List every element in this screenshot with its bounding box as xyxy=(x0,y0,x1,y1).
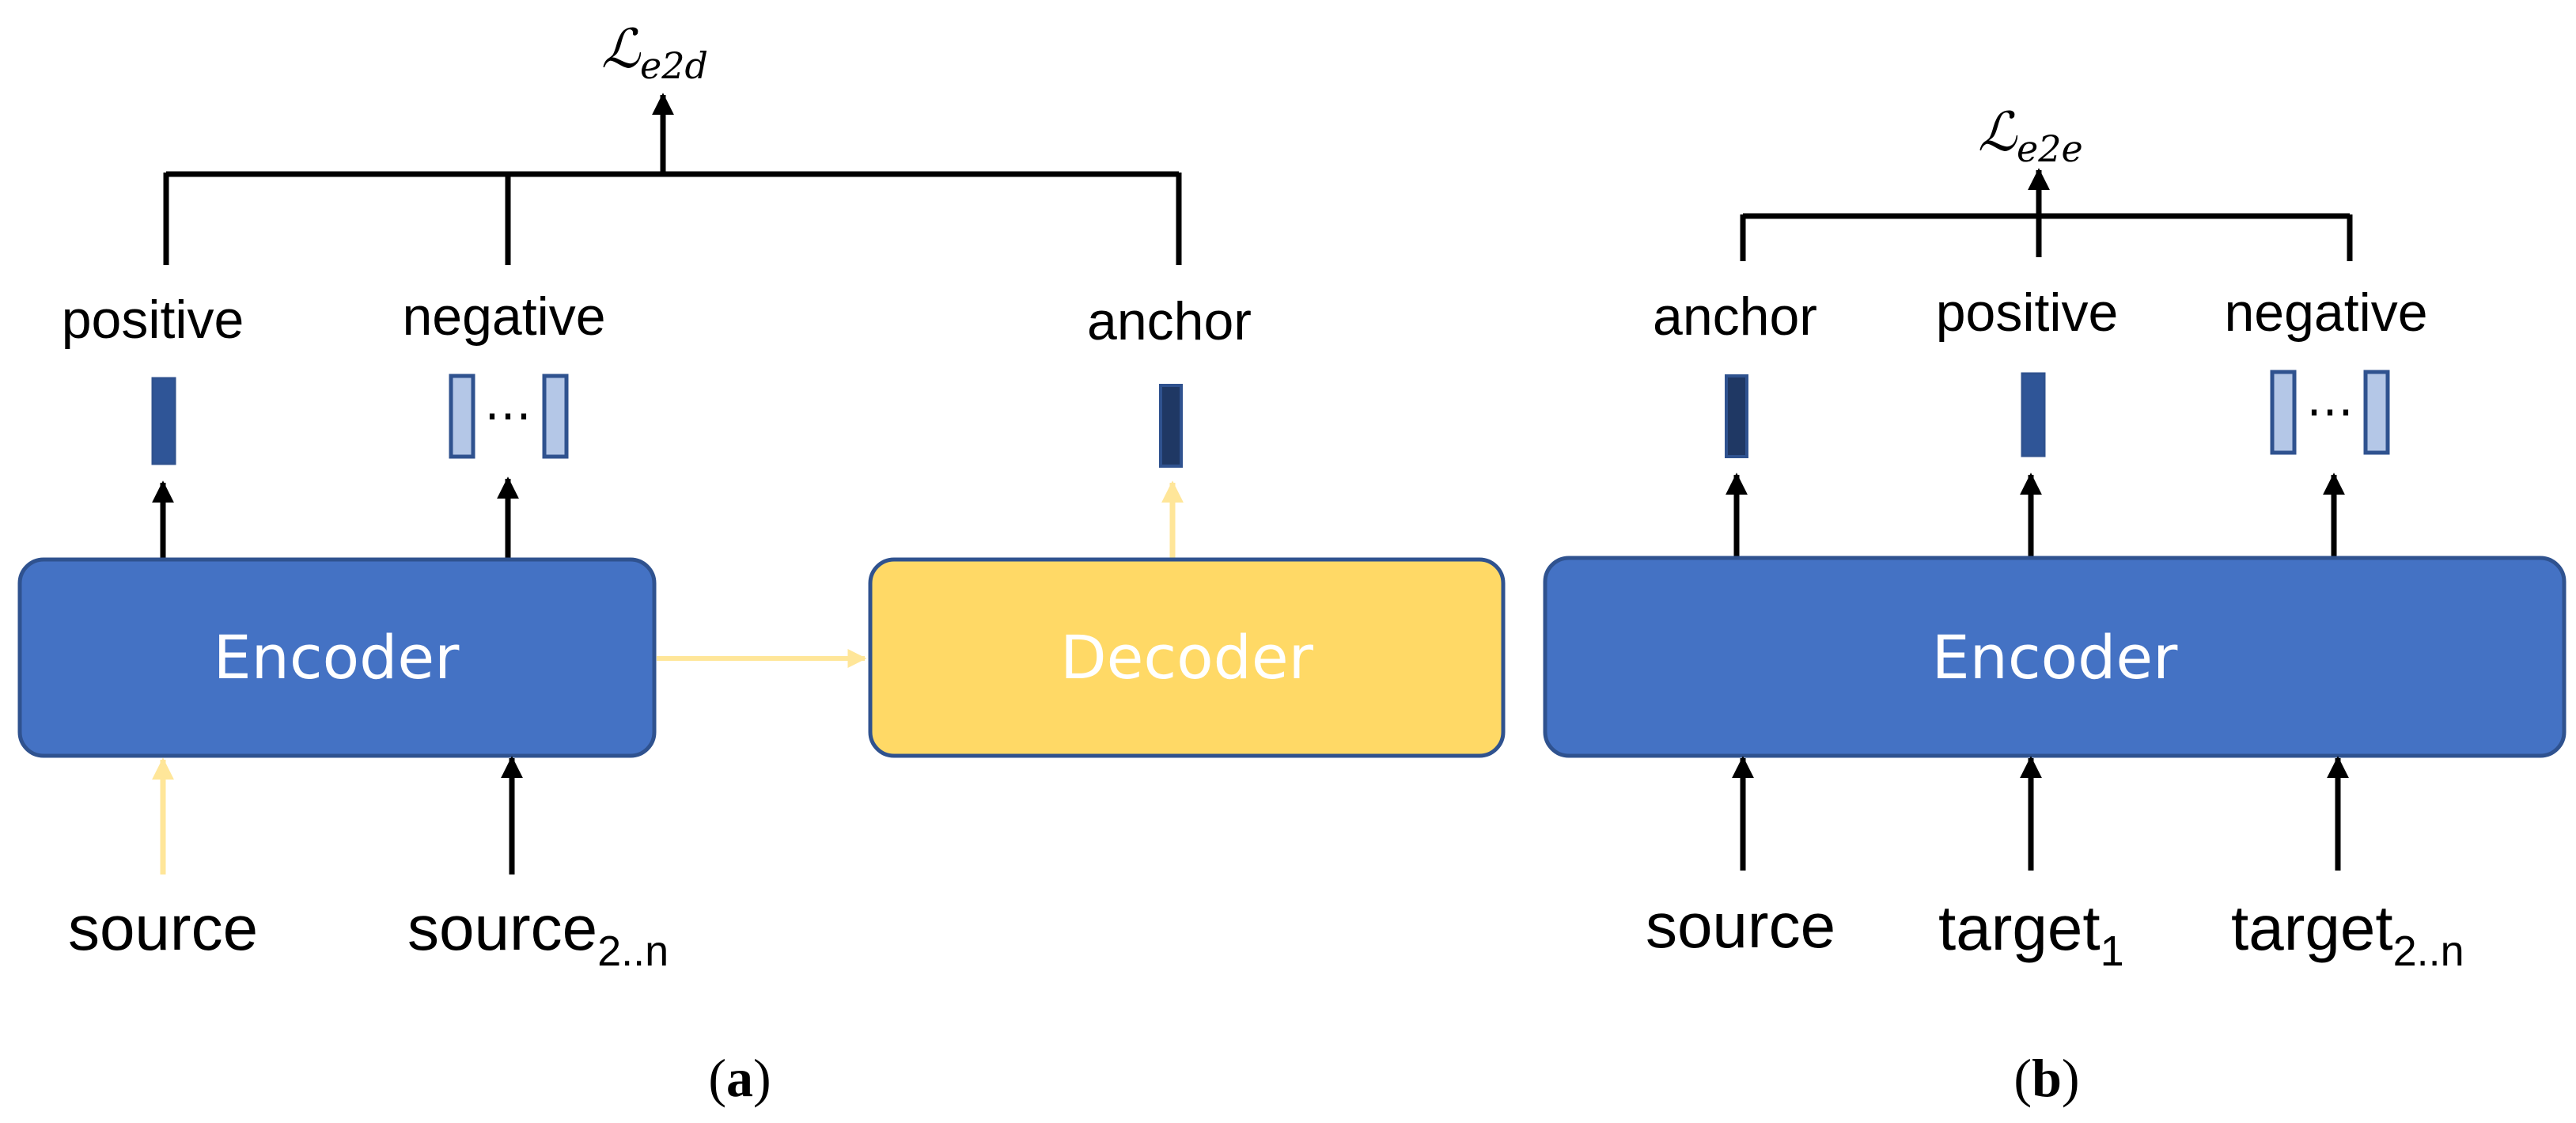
negative-label: negative xyxy=(2224,283,2427,343)
anchor-label: anchor xyxy=(1087,291,1252,351)
positive-label: positive xyxy=(1936,283,2119,343)
encoder-a-box: Encoder xyxy=(17,557,657,758)
source-n-label: source2..n xyxy=(407,893,669,975)
loss-e2d-bracket xyxy=(163,93,1182,265)
encoder-b-label: Encoder xyxy=(1932,622,2178,692)
source-label: source xyxy=(68,893,258,963)
negative-vector-last xyxy=(542,374,569,459)
anchor-label: anchor xyxy=(1653,286,1817,347)
positive-label: positive xyxy=(62,290,244,350)
loss-e2e-bracket xyxy=(1740,168,2353,261)
decoder-label: Decoder xyxy=(1060,622,1314,692)
source-label: source xyxy=(1646,890,1835,961)
negative-ellipsis: ⋯ xyxy=(2306,385,2354,438)
loss-e2d-label: ℒe2d xyxy=(601,18,708,87)
target1-label: target1 xyxy=(1938,893,2124,975)
loss-e2e-label: ℒe2e xyxy=(1978,101,2083,170)
anchor-vector xyxy=(1159,384,1183,468)
negative-label: negative xyxy=(402,286,605,347)
negative-vector-last xyxy=(2363,370,2390,455)
panel-a: ℒe2d positive negative anchor ⋯ Encod xyxy=(17,18,1506,1108)
encoder-a-label: Encoder xyxy=(214,622,460,692)
caption-b: (b) xyxy=(2013,1048,2079,1108)
positive-vector xyxy=(151,377,176,465)
anchor-vector xyxy=(1725,374,1748,458)
negative-vector-first xyxy=(449,374,475,459)
panel-b: ℒe2e anchor positive negative ⋯ Encoder xyxy=(1543,101,2567,1108)
decoder-box: Decoder xyxy=(868,557,1506,758)
encoder-b-box: Encoder xyxy=(1543,556,2567,758)
caption-a: (a) xyxy=(708,1048,771,1108)
target-n-label: target2..n xyxy=(2231,893,2464,975)
negative-vector-first xyxy=(2270,370,2297,455)
negative-ellipsis: ⋯ xyxy=(484,389,532,442)
positive-vector xyxy=(2021,372,2046,457)
